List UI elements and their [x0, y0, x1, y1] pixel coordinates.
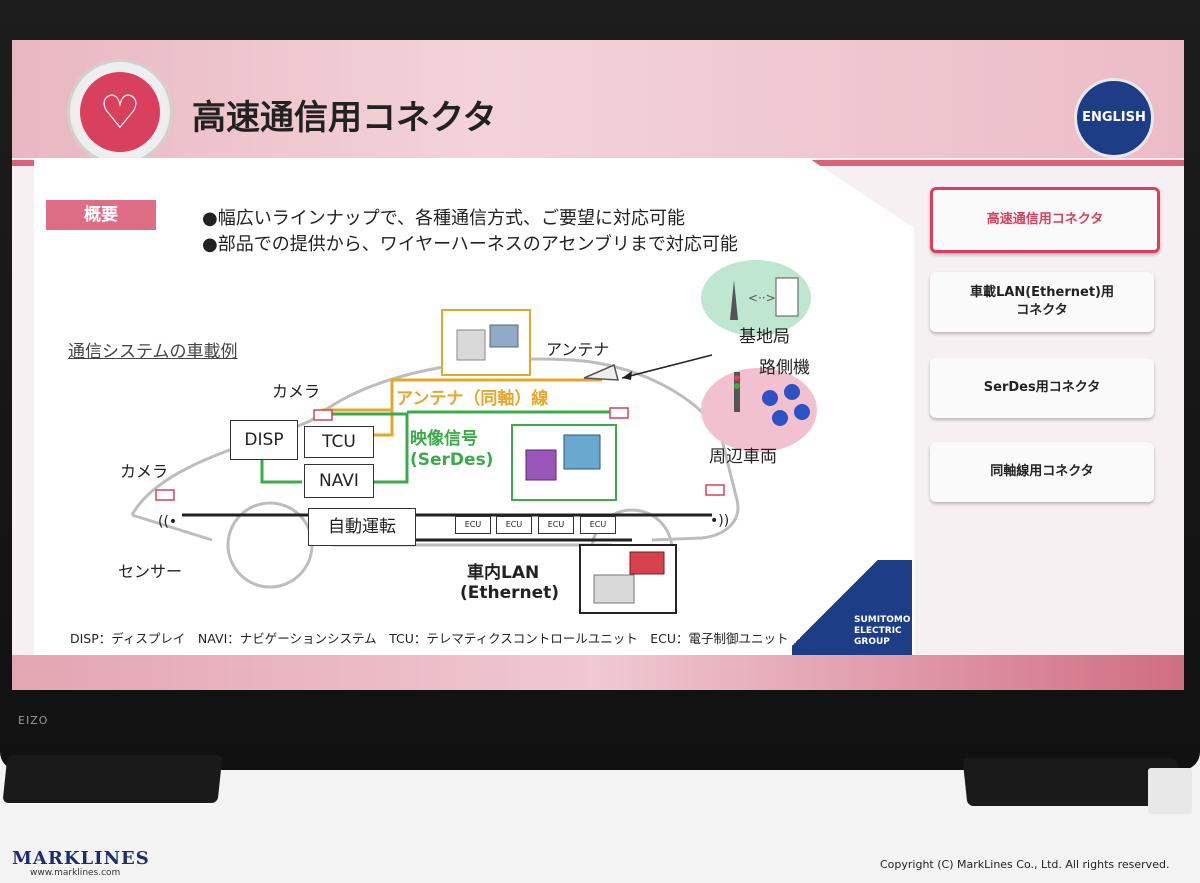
ecu-box-1: ECU [455, 516, 491, 534]
antenna-fin [583, 363, 619, 381]
brand-line-2: ELECTRIC [854, 626, 902, 636]
ethernet-connector-body [593, 574, 635, 604]
navi-box: NAVI [304, 464, 374, 498]
overview-bullet-1: ●幅広いラインナップで、各種通信方式、ご要望に対応可能 [202, 208, 685, 229]
english-button[interactable]: ENGLISH [1074, 78, 1154, 158]
surrounding-vehicles-label: 周辺車両 [709, 447, 777, 467]
antenna-coax-line-2 [374, 380, 394, 437]
tcu-box: TCU [304, 426, 374, 458]
brand-line-3: GROUP [854, 637, 890, 647]
vehicle-icon-3 [772, 410, 788, 426]
roadside-label: 路側機 [759, 358, 810, 378]
monitor-brand-label: EIZO [18, 714, 49, 727]
brand-logo-text: SUMITOMO ELECTRIC GROUP [854, 615, 911, 648]
traffic-signal-icon [734, 372, 740, 412]
bottom-band [12, 655, 1184, 690]
menu-ethernet-connector[interactable]: 車載LAN(Ethernet)用 コネクタ [930, 272, 1154, 332]
overview-bullet-2: ●部品での提供から、ワイヤーハーネスのアセンブリまで対応可能 [202, 234, 738, 255]
monitor-stand-left [2, 755, 223, 803]
signal-arrow-icon: <··> [748, 291, 776, 305]
serdes-line [322, 412, 409, 484]
serdes-connector-blue [563, 434, 601, 470]
tower-icon [730, 280, 738, 320]
vehicle-icon-2 [784, 384, 800, 400]
brand-corner [792, 560, 912, 655]
serdes-label: (SerDes) [410, 450, 494, 470]
serdes-line-2 [260, 460, 302, 484]
ethernet-label: (Ethernet) [460, 583, 560, 603]
kiosk-screen: ♡ 高速通信用コネクタ ENGLISH 概要 ●幅広いラインナップで、各種通信方… [12, 40, 1184, 690]
base-station-label: 基地局 [739, 327, 790, 347]
page-title: 高速通信用コネクタ [192, 98, 497, 138]
overview-badge: 概要 [46, 200, 156, 230]
sensor-icon-rear: •)) [710, 513, 729, 529]
menu-serdes-connector[interactable]: SerDes用コネクタ [930, 358, 1154, 418]
ethernet-connector-red [629, 551, 665, 575]
traffic-signal-light-green [734, 383, 740, 389]
sensor-label: センサー [118, 562, 183, 581]
camera-label-left: カメラ [120, 462, 169, 481]
traffic-signal-light-red [734, 375, 740, 381]
autonomous-box: 自動運転 [308, 508, 416, 546]
antenna-arrowhead [622, 371, 632, 380]
vehicle-icon-1 [762, 390, 778, 406]
marklines-logo: MARKLINES [12, 848, 150, 869]
ecu-box-2: ECU [496, 516, 532, 534]
antenna-connector-body [456, 329, 486, 361]
copyright-text: Copyright (C) MarkLines Co., Ltd. All ri… [880, 858, 1170, 871]
menu-high-speed-connector[interactable]: 高速通信用コネクタ [930, 187, 1160, 253]
camera-marker-roof [609, 407, 629, 419]
example-label: 通信システムの車載例 [68, 342, 238, 362]
antenna-label: アンテナ [546, 340, 610, 359]
car-diagram: ((• •)) <··> [130, 260, 817, 614]
header-band [12, 40, 1184, 158]
ecu-box-4: ECU [580, 516, 616, 534]
camera-marker-front [155, 489, 175, 501]
heart-icon: ♡ [80, 72, 160, 152]
antenna-connector-head [489, 324, 519, 348]
marklines-url: www.marklines.com [30, 868, 121, 878]
camera-marker-rear [705, 484, 725, 496]
building-icon [775, 277, 799, 317]
vehicle-icon-4 [794, 404, 810, 420]
footnote: DISP：ディスプレイ NAVI：ナビゲーションシステム TCU：テレマティクス… [70, 631, 789, 646]
disp-box: DISP [230, 420, 298, 460]
brand-line-1: SUMITOMO [854, 615, 911, 625]
camera-marker-top [313, 409, 333, 421]
invehicle-lan-label: 車内LAN [467, 563, 540, 583]
sensor-icon-front: ((• [158, 514, 177, 530]
menu-coax-connector[interactable]: 同軸線用コネクタ [930, 442, 1154, 502]
antenna-arrow [621, 354, 713, 379]
camera-label-top: カメラ [272, 382, 321, 401]
cable-holder [1148, 768, 1192, 814]
serdes-connector-violet [525, 449, 557, 481]
video-signal-label: 映像信号 [410, 429, 478, 449]
antenna-coax-label: アンテナ（同軸）線 [396, 389, 549, 409]
ecu-box-3: ECU [538, 516, 574, 534]
